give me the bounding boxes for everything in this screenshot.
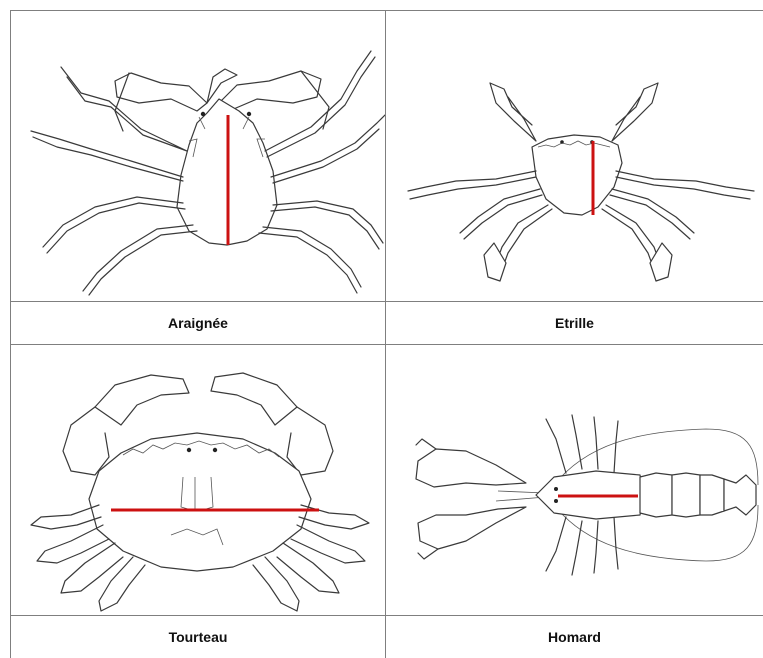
crustacean-measurement-table: Araignée: [10, 10, 763, 658]
velvet-crab-illustration: [386, 11, 763, 301]
brown-crab-drawing: [31, 373, 369, 611]
species-label-etrille: Etrille: [386, 302, 763, 344]
lobster-drawing: [416, 415, 758, 575]
species-label-tourteau: Tourteau: [11, 616, 385, 658]
lobster-illustration: [386, 345, 763, 615]
spider-crab-drawing: [31, 51, 385, 295]
velvet-crab-drawing: [408, 83, 754, 281]
spider-crab-illustration: [11, 11, 385, 301]
brown-crab-illustration: [11, 345, 385, 615]
species-label-araignee: Araignée: [11, 302, 385, 344]
species-label-homard: Homard: [386, 616, 763, 658]
